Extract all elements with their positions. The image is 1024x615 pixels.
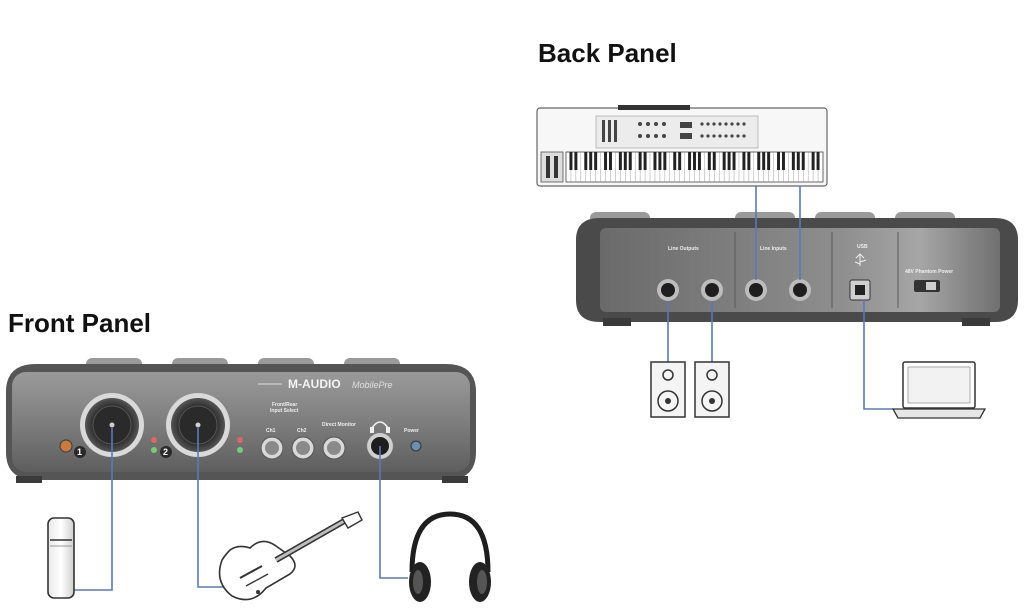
laptop (891, 361, 987, 419)
line-outputs-label: Line Outputs (668, 246, 699, 252)
headphones (409, 511, 491, 602)
gain-knob-2 (166, 393, 230, 457)
level-leds-2 (237, 437, 243, 453)
studio-monitor-left (650, 361, 686, 418)
phantom-power-switch (914, 280, 940, 292)
black-key (688, 152, 692, 170)
black-key (747, 152, 751, 170)
line-output-jack-right (701, 279, 723, 301)
black-key (767, 152, 771, 170)
front-panel-unit: M-AUDIO MobilePre 1 2 (6, 358, 476, 483)
black-key (697, 152, 701, 170)
brand-label: M-AUDIO (288, 377, 341, 391)
black-key (658, 152, 662, 170)
black-key (574, 152, 578, 170)
line-input-jack-left (745, 279, 767, 301)
black-key (653, 152, 657, 170)
ch1-label: Ch1 (266, 428, 276, 434)
usb-icon (854, 253, 867, 266)
black-key (707, 152, 711, 170)
black-key (663, 152, 667, 170)
back-panel-unit: Line Outputs Line Inputs USB 48V Phantom… (576, 212, 1018, 326)
black-key (618, 152, 622, 170)
line-inputs-label: Line Inputs (760, 246, 787, 252)
black-key (643, 152, 647, 170)
line-input-jack-right (789, 279, 811, 301)
black-key (791, 152, 795, 170)
black-key (623, 152, 627, 170)
front-panel-heading: Front Panel (8, 308, 152, 338)
black-key (594, 152, 598, 170)
black-key (811, 152, 815, 170)
black-key (816, 152, 820, 170)
input-number-2: 2 (160, 446, 172, 458)
microphone (47, 517, 75, 599)
black-key (608, 152, 612, 170)
midi-keyboard (536, 105, 828, 187)
front-cables (74, 428, 408, 591)
black-key (673, 152, 677, 170)
headphone-icon (370, 421, 390, 433)
direct-monitor-label: Direct Monitor (322, 422, 356, 428)
back-panel-heading: Back Panel (538, 38, 677, 68)
input-number-1: 1 (74, 446, 86, 458)
usb-port (849, 279, 871, 301)
level-leds-1 (151, 437, 157, 453)
electric-guitar (218, 511, 363, 601)
black-key (628, 152, 632, 170)
usb-label: USB (857, 244, 868, 250)
keyboard-keys (569, 152, 820, 182)
ch2-select-button (291, 436, 315, 460)
black-key (781, 152, 785, 170)
power-led (410, 440, 422, 452)
phantom-power-label: 48V Phantom Power (905, 269, 953, 275)
model-label: MobilePre (352, 380, 393, 390)
studio-monitor-right (694, 361, 730, 418)
black-key (796, 152, 800, 170)
black-key (801, 152, 805, 170)
power-label: Power (404, 428, 419, 434)
black-key (757, 152, 761, 170)
ch1-select-button (260, 436, 284, 460)
gain-knob-1 (80, 393, 144, 457)
black-key (569, 152, 573, 170)
black-key (693, 152, 696, 170)
svg-text:2: 2 (163, 447, 168, 457)
front-rear-label: Front/Rear (272, 402, 297, 408)
black-key (742, 152, 746, 170)
black-key (584, 152, 588, 170)
black-key (604, 152, 608, 170)
black-key (727, 152, 731, 170)
black-key (678, 152, 682, 170)
front-left-indicator (59, 439, 73, 453)
input-select-label: Input Select (270, 408, 299, 414)
black-key (722, 152, 726, 170)
black-key (777, 152, 781, 170)
black-key (712, 152, 716, 170)
black-key (589, 152, 593, 170)
ch2-label: Ch2 (297, 428, 307, 434)
black-key (762, 152, 766, 170)
black-key (732, 152, 736, 170)
keyboard-controls (602, 120, 746, 142)
back-cables (667, 186, 893, 410)
direct-monitor-button (322, 436, 346, 460)
svg-text:1: 1 (77, 447, 82, 457)
black-key (638, 152, 642, 170)
line-output-jack-left (657, 279, 679, 301)
